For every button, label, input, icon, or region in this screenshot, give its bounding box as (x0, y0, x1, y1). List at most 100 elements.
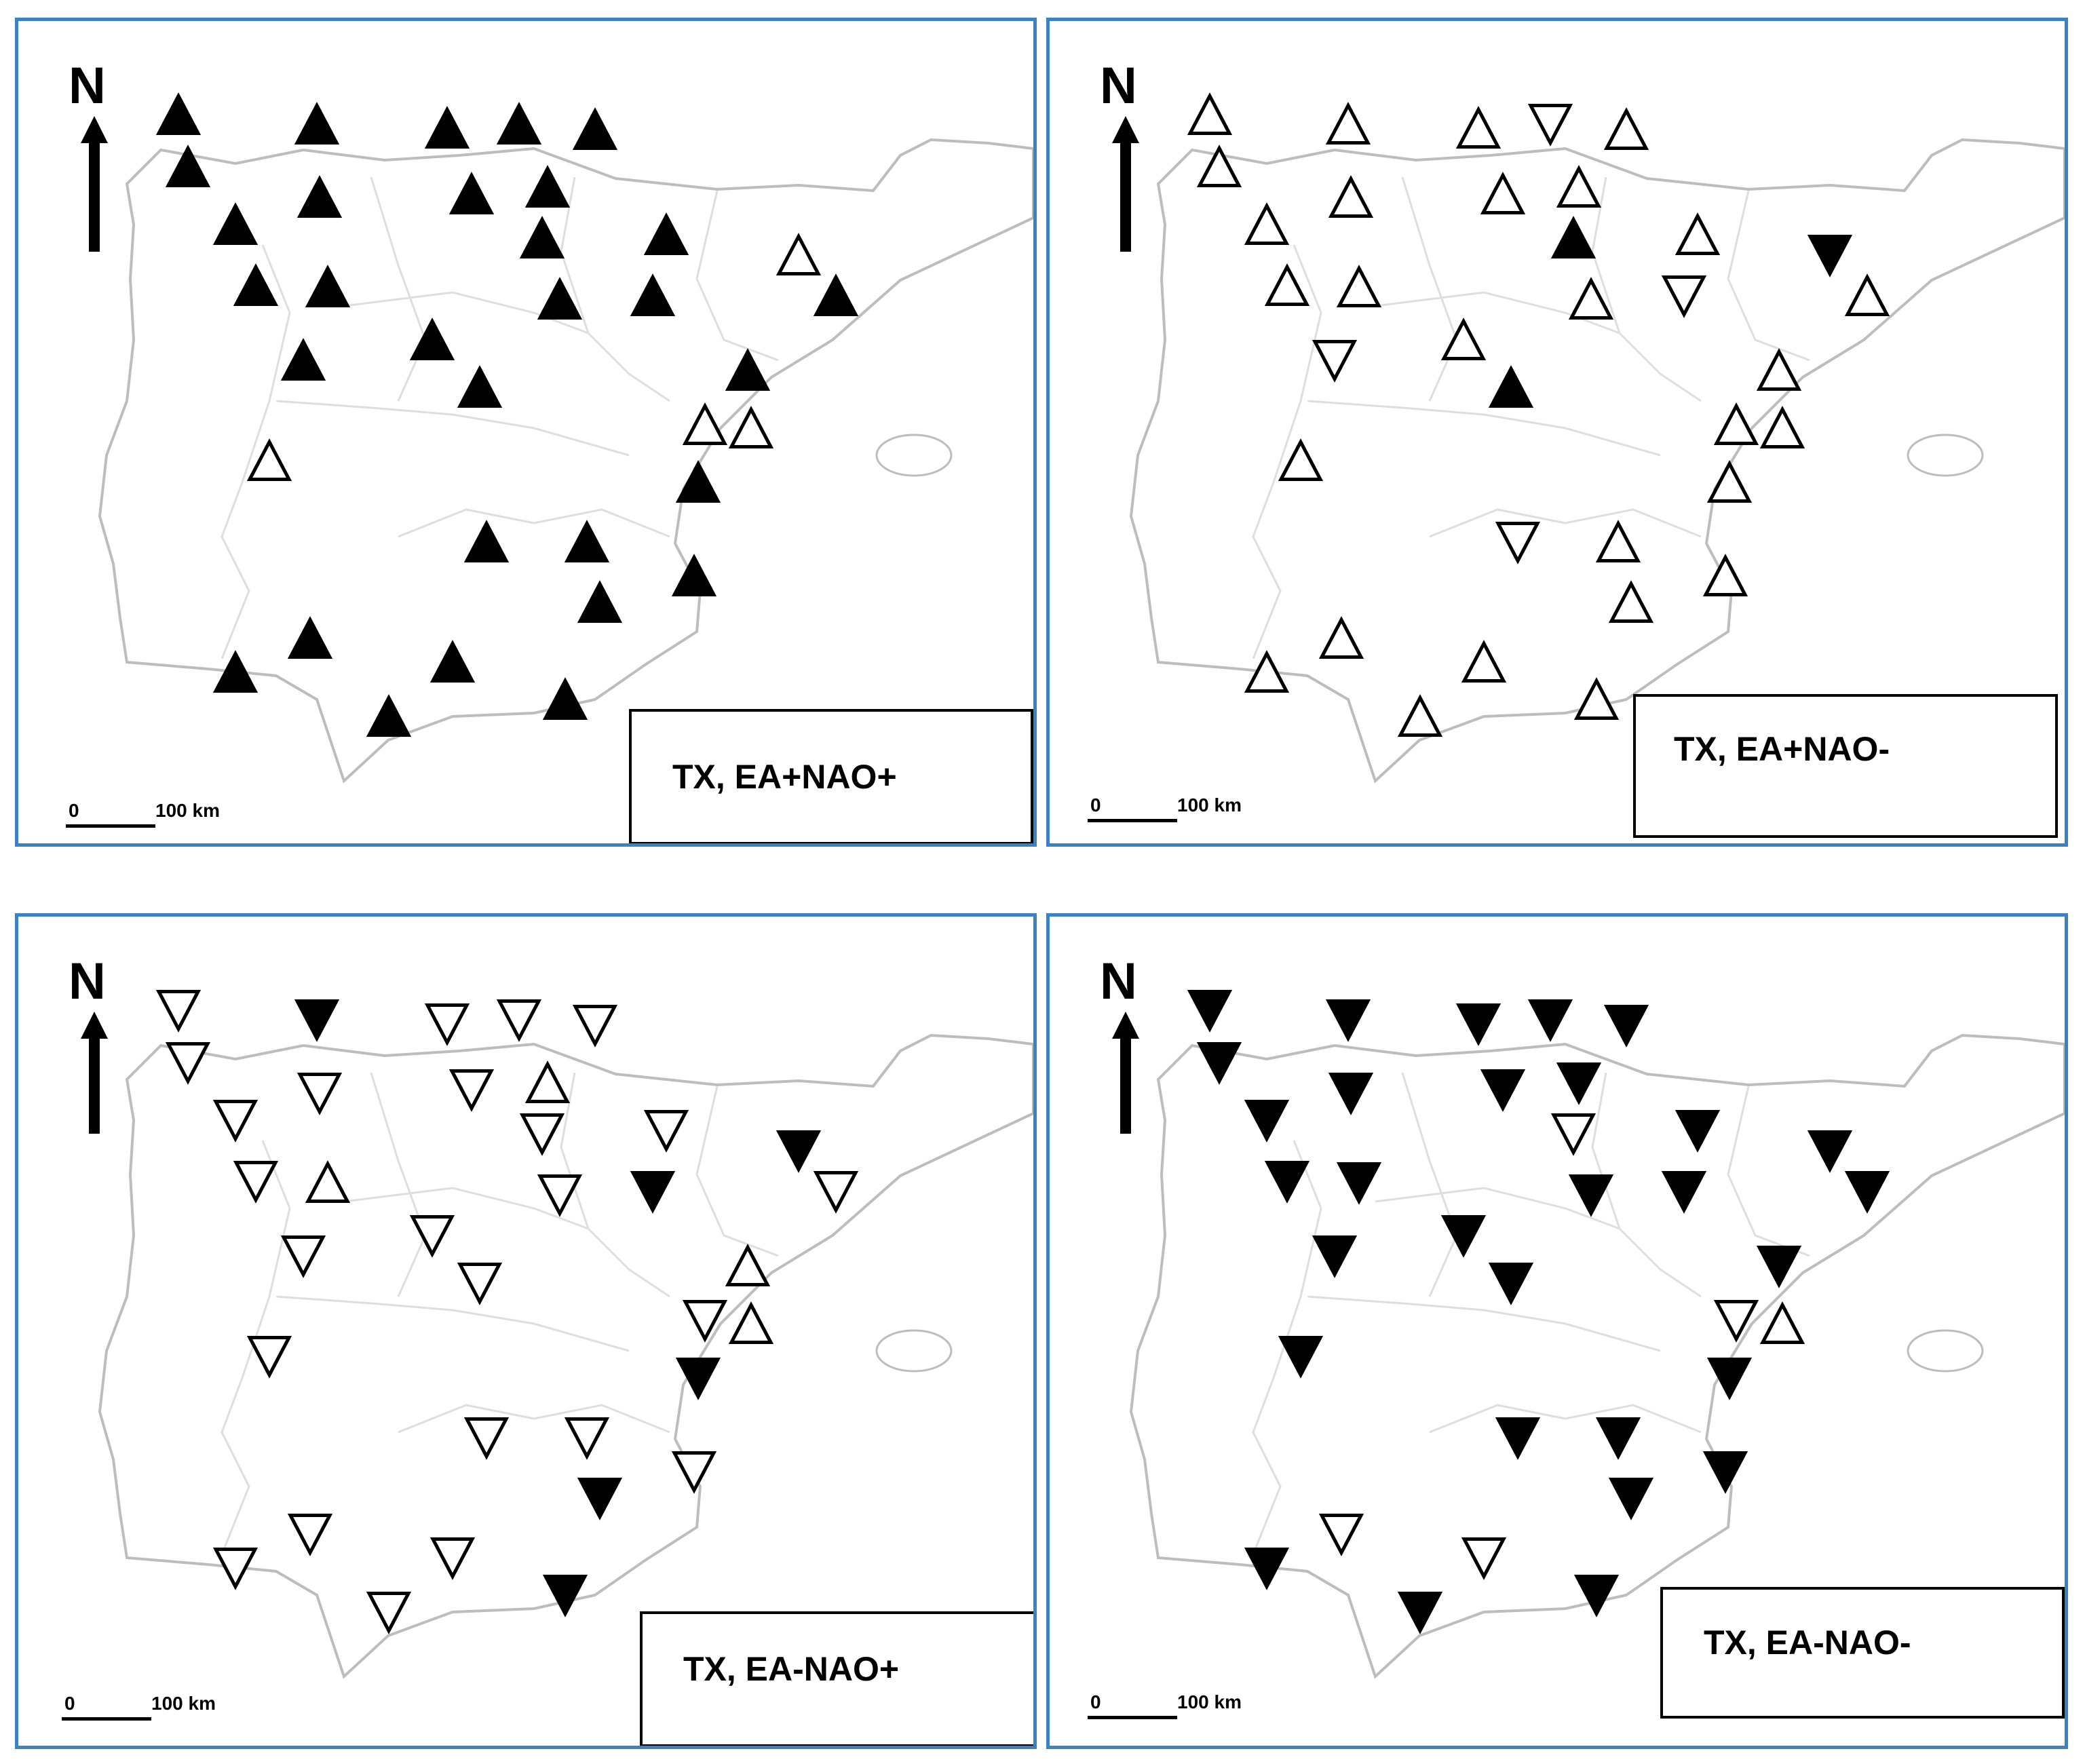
scale-zero-label: 0 (64, 1693, 75, 1714)
open-triangle-up-marker (1759, 406, 1805, 449)
scale-distance-label: 100 km (1177, 1691, 1242, 1712)
scale-line (1088, 1716, 1177, 1719)
filled-triangle-down-marker (294, 999, 340, 1042)
open-triangle-down-marker (429, 1537, 476, 1580)
filled-triangle-up-marker (212, 202, 259, 246)
filled-triangle-up-marker (813, 273, 859, 317)
region-border (275, 400, 630, 457)
region-border (1429, 508, 1702, 538)
filled-triangle-down-marker (1603, 1004, 1649, 1048)
open-triangle-down-marker (155, 989, 202, 1033)
open-triangle-down-marker (246, 1335, 292, 1379)
panel-title-box: TX, EA-NAO- (1660, 1587, 2065, 1719)
map-panel-ea-plus-nao-plus: N 0 100 km TX, EA+NAO+ (15, 18, 1037, 847)
filled-triangle-down-marker (1244, 1099, 1290, 1143)
filled-triangle-up-marker (643, 212, 689, 256)
scale-zero-label: 0 (69, 800, 79, 821)
open-triangle-down-marker (212, 1099, 259, 1143)
filled-triangle-up-marker (463, 520, 510, 563)
open-triangle-down-marker (1318, 1513, 1364, 1556)
filled-triangle-up-marker (280, 338, 326, 381)
filled-triangle-up-marker (1488, 365, 1534, 408)
filled-triangle-up-marker (165, 145, 211, 188)
region-border (1375, 291, 1620, 334)
region-border (695, 1086, 779, 1257)
filled-triangle-down-marker (1488, 1262, 1534, 1305)
filled-triangle-down-marker (577, 1477, 623, 1520)
scale-line (62, 1717, 151, 1721)
open-triangle-up-marker (728, 406, 774, 449)
filled-triangle-up-marker (542, 677, 588, 721)
region-border (343, 1187, 589, 1230)
panel-title: TX, EA-NAO- (1704, 1624, 1911, 1662)
filled-triangle-down-marker (1278, 1335, 1324, 1379)
region-border (221, 244, 291, 659)
filled-triangle-up-marker (409, 318, 455, 361)
filled-triangle-up-marker (212, 650, 259, 693)
map-panel-ea-minus-nao-minus: N 0 100 km TX, EA-NAO- (1046, 913, 2068, 1749)
region-border (343, 291, 589, 334)
filled-triangle-down-marker (1264, 1160, 1310, 1204)
open-triangle-down-marker (1461, 1537, 1507, 1580)
north-arrow-icon (81, 1012, 108, 1134)
open-triangle-up-marker (1461, 640, 1507, 683)
open-triangle-up-marker (524, 1060, 571, 1104)
open-triangle-up-marker (1196, 145, 1242, 188)
filled-triangle-down-marker (542, 1574, 588, 1617)
scale-distance-label: 100 km (155, 800, 220, 821)
filled-triangle-up-marker (1550, 216, 1596, 259)
map-panel-ea-minus-nao-plus: N 0 100 km TX, EA-NAO+ (15, 913, 1037, 1749)
open-triangle-down-marker (297, 1072, 343, 1115)
open-triangle-up-marker (246, 438, 292, 482)
open-triangle-down-marker (165, 1041, 211, 1085)
open-triangle-up-marker (1264, 263, 1310, 307)
open-triangle-down-marker (280, 1235, 326, 1278)
filled-triangle-down-marker (1244, 1547, 1290, 1590)
filled-triangle-up-marker (496, 102, 542, 145)
panel-title-box: TX, EA+NAO- (1633, 694, 2058, 838)
open-triangle-up-marker (1440, 318, 1487, 361)
open-triangle-up-marker (1455, 106, 1501, 149)
open-triangle-up-marker (728, 1301, 774, 1345)
filled-triangle-down-marker (1495, 1417, 1541, 1460)
filled-triangle-down-marker (1661, 1170, 1707, 1214)
region-border (221, 1140, 291, 1555)
open-triangle-up-marker (1336, 265, 1382, 308)
region-border (1307, 1295, 1661, 1352)
open-triangle-down-marker (212, 1547, 259, 1590)
filled-triangle-down-marker (1556, 1062, 1602, 1105)
open-triangle-up-marker (305, 1160, 351, 1204)
filled-triangle-up-marker (572, 107, 618, 151)
filled-triangle-up-marker (297, 175, 343, 218)
filled-triangle-down-marker (1573, 1574, 1620, 1617)
scale-bar: 0 100 km (66, 801, 269, 842)
open-triangle-down-marker (1550, 1113, 1596, 1156)
north-arrow-icon (1112, 1012, 1139, 1134)
filled-triangle-down-marker (675, 1357, 721, 1400)
filled-triangle-down-marker (1706, 1357, 1753, 1400)
north-label: N (1100, 953, 1137, 1010)
open-triangle-up-marker (776, 233, 822, 276)
north-label: N (69, 57, 106, 115)
open-triangle-down-marker (1495, 521, 1541, 564)
open-triangle-down-marker (287, 1513, 333, 1556)
north-arrow-icon (1112, 116, 1139, 252)
open-triangle-down-marker (519, 1113, 565, 1156)
filled-triangle-down-marker (1807, 1130, 1853, 1173)
open-triangle-down-marker (643, 1109, 689, 1153)
open-triangle-down-marker (564, 1417, 610, 1460)
filled-triangle-down-marker (1480, 1069, 1526, 1112)
scale-distance-label: 100 km (1177, 794, 1242, 816)
open-triangle-up-marker (1756, 348, 1802, 391)
filled-triangle-up-marker (305, 265, 351, 308)
filled-triangle-up-marker (537, 277, 583, 320)
filled-triangle-down-marker (1807, 234, 1853, 277)
open-triangle-up-marker (1603, 107, 1649, 151)
open-triangle-up-marker (1573, 677, 1620, 721)
iberia-map (1129, 92, 2065, 784)
filled-triangle-down-marker (1455, 1003, 1501, 1046)
region-border (1375, 1187, 1620, 1230)
filled-triangle-up-marker (366, 694, 412, 737)
scale-bar: 0 100 km (1088, 1693, 1291, 1733)
filled-triangle-up-marker (519, 216, 565, 259)
